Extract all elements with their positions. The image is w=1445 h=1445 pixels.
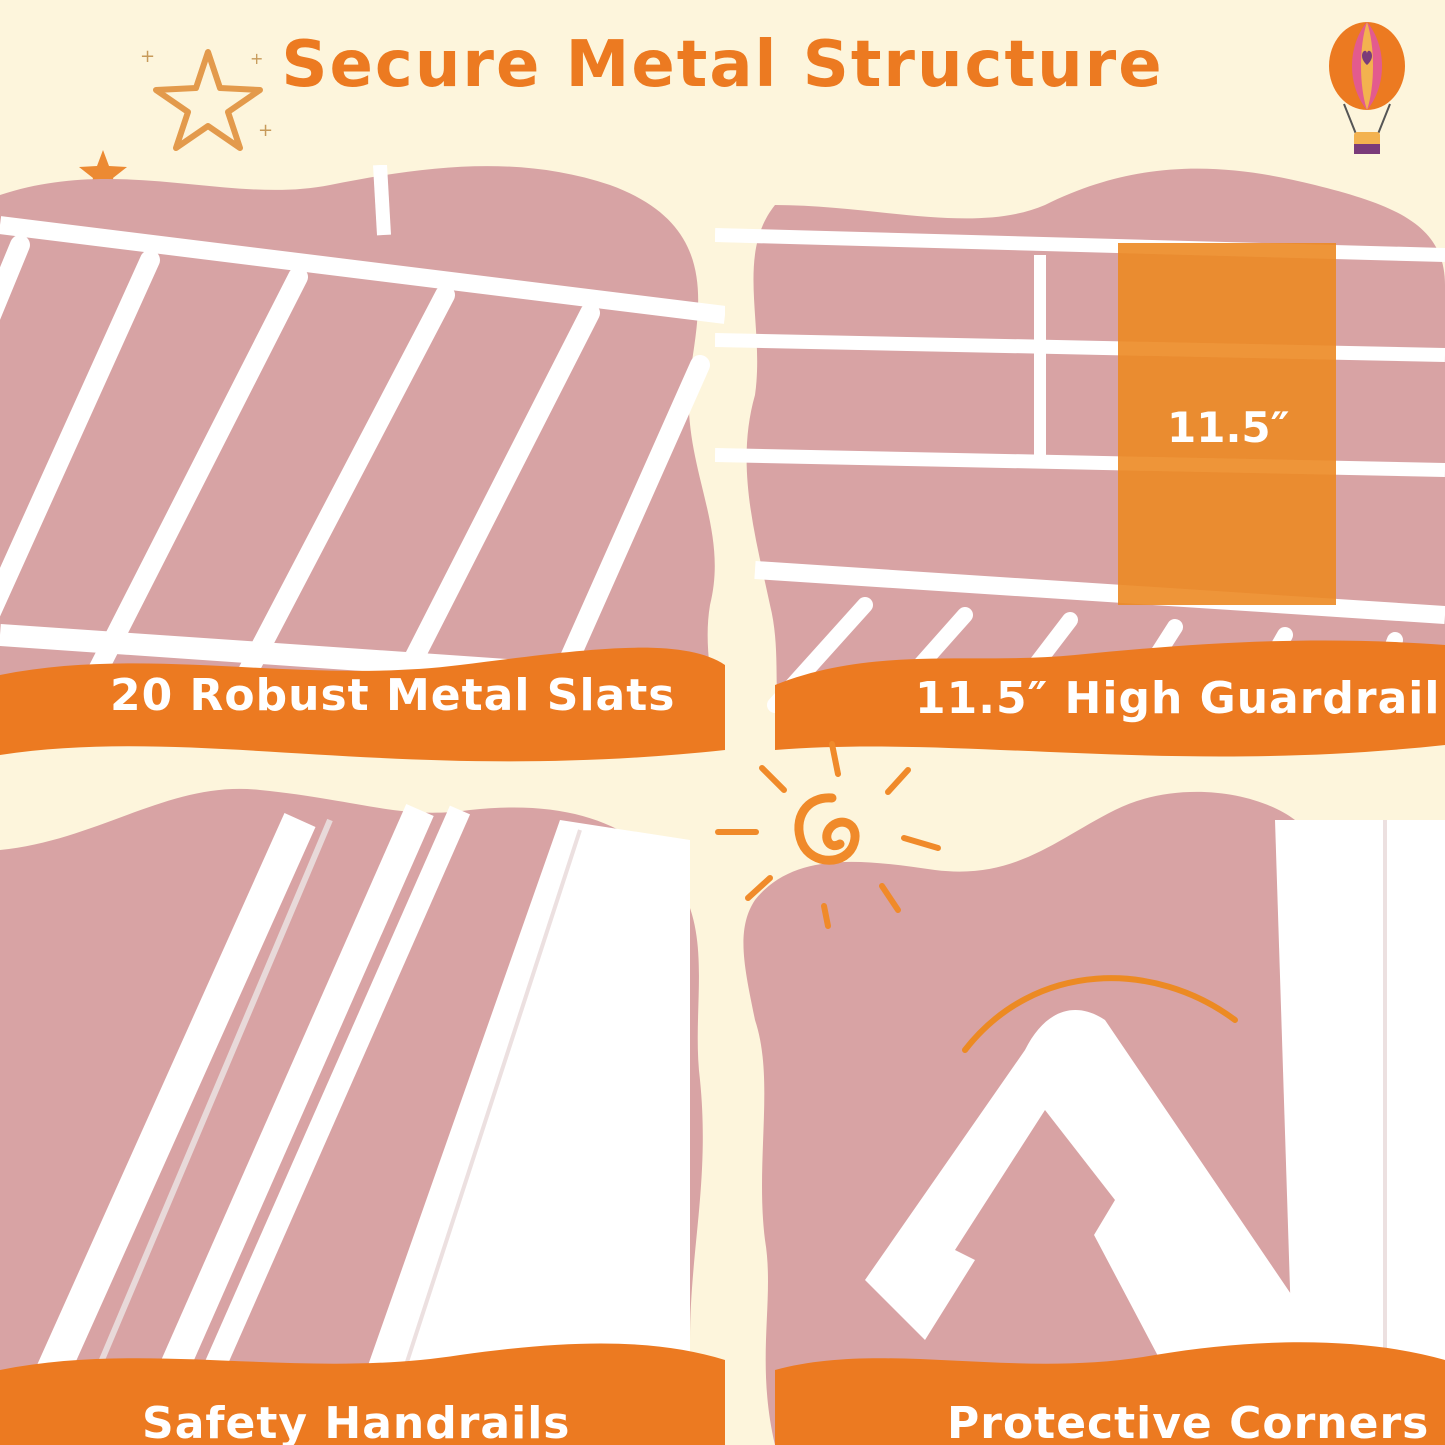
svg-text:+: + [140,46,155,67]
panel-metal-slats: 20 Robust Metal Slats [0,165,725,790]
guardrail-height-label: 11.5″ [1167,403,1290,452]
svg-text:+: + [258,120,273,141]
caption-guardrail: 11.5″ High Guardrail [915,673,1441,724]
caption-safety-handrails: Safety Handrails [142,1398,571,1445]
star-icon: + + + [140,46,273,151]
panel-protective-corners: Protective Corners [735,780,1445,1445]
caption-protective-corners: Protective Corners [947,1398,1430,1445]
caption-metal-slats: 20 Robust Metal Slats [110,670,676,721]
sun-doodle-icon [715,741,941,929]
page-title: Secure Metal Structure [281,28,1164,102]
panel-safety-handrails: Safety Handrails [0,780,725,1445]
small-star-icon [79,150,127,196]
svg-text:+: + [250,49,263,68]
panel-guardrail: 11.5″ 11.5″ High Guardrail [715,165,1445,790]
hot-air-balloon-icon [1329,22,1405,154]
